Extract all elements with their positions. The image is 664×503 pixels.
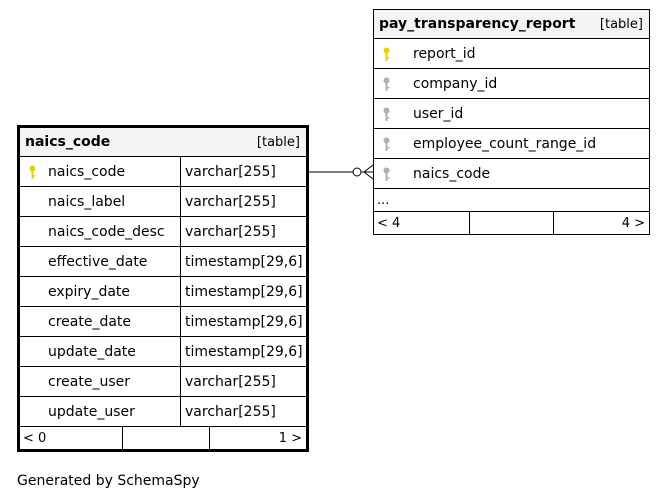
- column-type: varchar[255]: [180, 157, 306, 186]
- table-row: naics_code: [374, 159, 649, 189]
- table-naics-code: naics_code [table] naics_code varchar[255…: [17, 125, 309, 452]
- column-name: naics_code_desc: [48, 223, 165, 240]
- table-row: create_date timestamp[29,6]: [20, 307, 306, 337]
- table-name: naics_code: [25, 134, 111, 150]
- footer-mid: [122, 427, 209, 449]
- primary-key-icon: [20, 157, 42, 186]
- table-row: company_id: [374, 69, 649, 99]
- column-name: expiry_date: [48, 283, 131, 300]
- column-type: timestamp[29,6]: [180, 277, 306, 306]
- footer-right: 1 >: [209, 427, 306, 449]
- footer-left: < 0: [23, 430, 47, 446]
- table-header: pay_transparency_report [table]: [374, 10, 649, 39]
- key-cell: [20, 367, 42, 396]
- footer-right: 4 >: [553, 212, 649, 234]
- column-type: timestamp[29,6]: [180, 247, 306, 276]
- column-type: timestamp[29,6]: [180, 307, 306, 336]
- foreign-key-icon: [374, 69, 396, 98]
- column-name: user_id: [413, 105, 464, 122]
- column-name: report_id: [413, 45, 476, 62]
- column-name: naics_label: [48, 193, 126, 210]
- foreign-key-icon: [374, 99, 396, 128]
- column-name: update_user: [48, 403, 135, 420]
- table-row: update_date timestamp[29,6]: [20, 337, 306, 367]
- table-row: report_id: [374, 39, 649, 69]
- table-row: naics_code_desc varchar[255]: [20, 217, 306, 247]
- generated-by-text: Generated by SchemaSpy: [17, 473, 200, 489]
- table-footer: < 4 4 >: [374, 212, 649, 234]
- table-pay-transparency-report: pay_transparency_report [table] report_i…: [373, 9, 650, 235]
- column-name: company_id: [413, 75, 498, 92]
- table-kind: [table]: [256, 134, 300, 150]
- column-name: naics_code: [48, 163, 126, 180]
- key-cell: [20, 337, 42, 366]
- key-cell: [20, 307, 42, 336]
- column-name: update_date: [48, 343, 136, 360]
- table-row: expiry_date timestamp[29,6]: [20, 277, 306, 307]
- table-row: user_id: [374, 99, 649, 129]
- table-row: naics_label varchar[255]: [20, 187, 306, 217]
- more-columns-ellipsis: ...: [374, 189, 649, 212]
- column-type: varchar[255]: [180, 397, 306, 426]
- column-type: timestamp[29,6]: [180, 337, 306, 366]
- table-row: effective_date timestamp[29,6]: [20, 247, 306, 277]
- table-header: naics_code [table]: [20, 128, 306, 157]
- key-cell: [20, 217, 42, 246]
- column-type: varchar[255]: [180, 367, 306, 396]
- table-name: pay_transparency_report: [379, 16, 576, 32]
- table-row: employee_count_range_id: [374, 129, 649, 159]
- table-kind: [table]: [599, 16, 643, 32]
- column-type: varchar[255]: [180, 217, 306, 246]
- foreign-key-icon: [374, 129, 396, 158]
- key-cell: [20, 247, 42, 276]
- footer-mid: [469, 212, 553, 234]
- table-row: create_user varchar[255]: [20, 367, 306, 397]
- column-name: employee_count_range_id: [413, 135, 597, 152]
- column-name: create_date: [48, 313, 132, 330]
- column-name: naics_code: [413, 165, 491, 182]
- key-cell: [20, 277, 42, 306]
- table-row: naics_code varchar[255]: [20, 157, 306, 187]
- table-row: update_user varchar[255]: [20, 397, 306, 427]
- primary-key-icon: [374, 39, 396, 68]
- column-name: create_user: [48, 373, 130, 390]
- footer-left: < 4: [377, 215, 401, 231]
- table-footer: < 0 1 >: [20, 427, 306, 449]
- foreign-key-icon: [374, 159, 396, 188]
- key-cell: [20, 397, 42, 426]
- column-name: effective_date: [48, 253, 148, 270]
- column-type: varchar[255]: [180, 187, 306, 216]
- key-cell: [20, 187, 42, 216]
